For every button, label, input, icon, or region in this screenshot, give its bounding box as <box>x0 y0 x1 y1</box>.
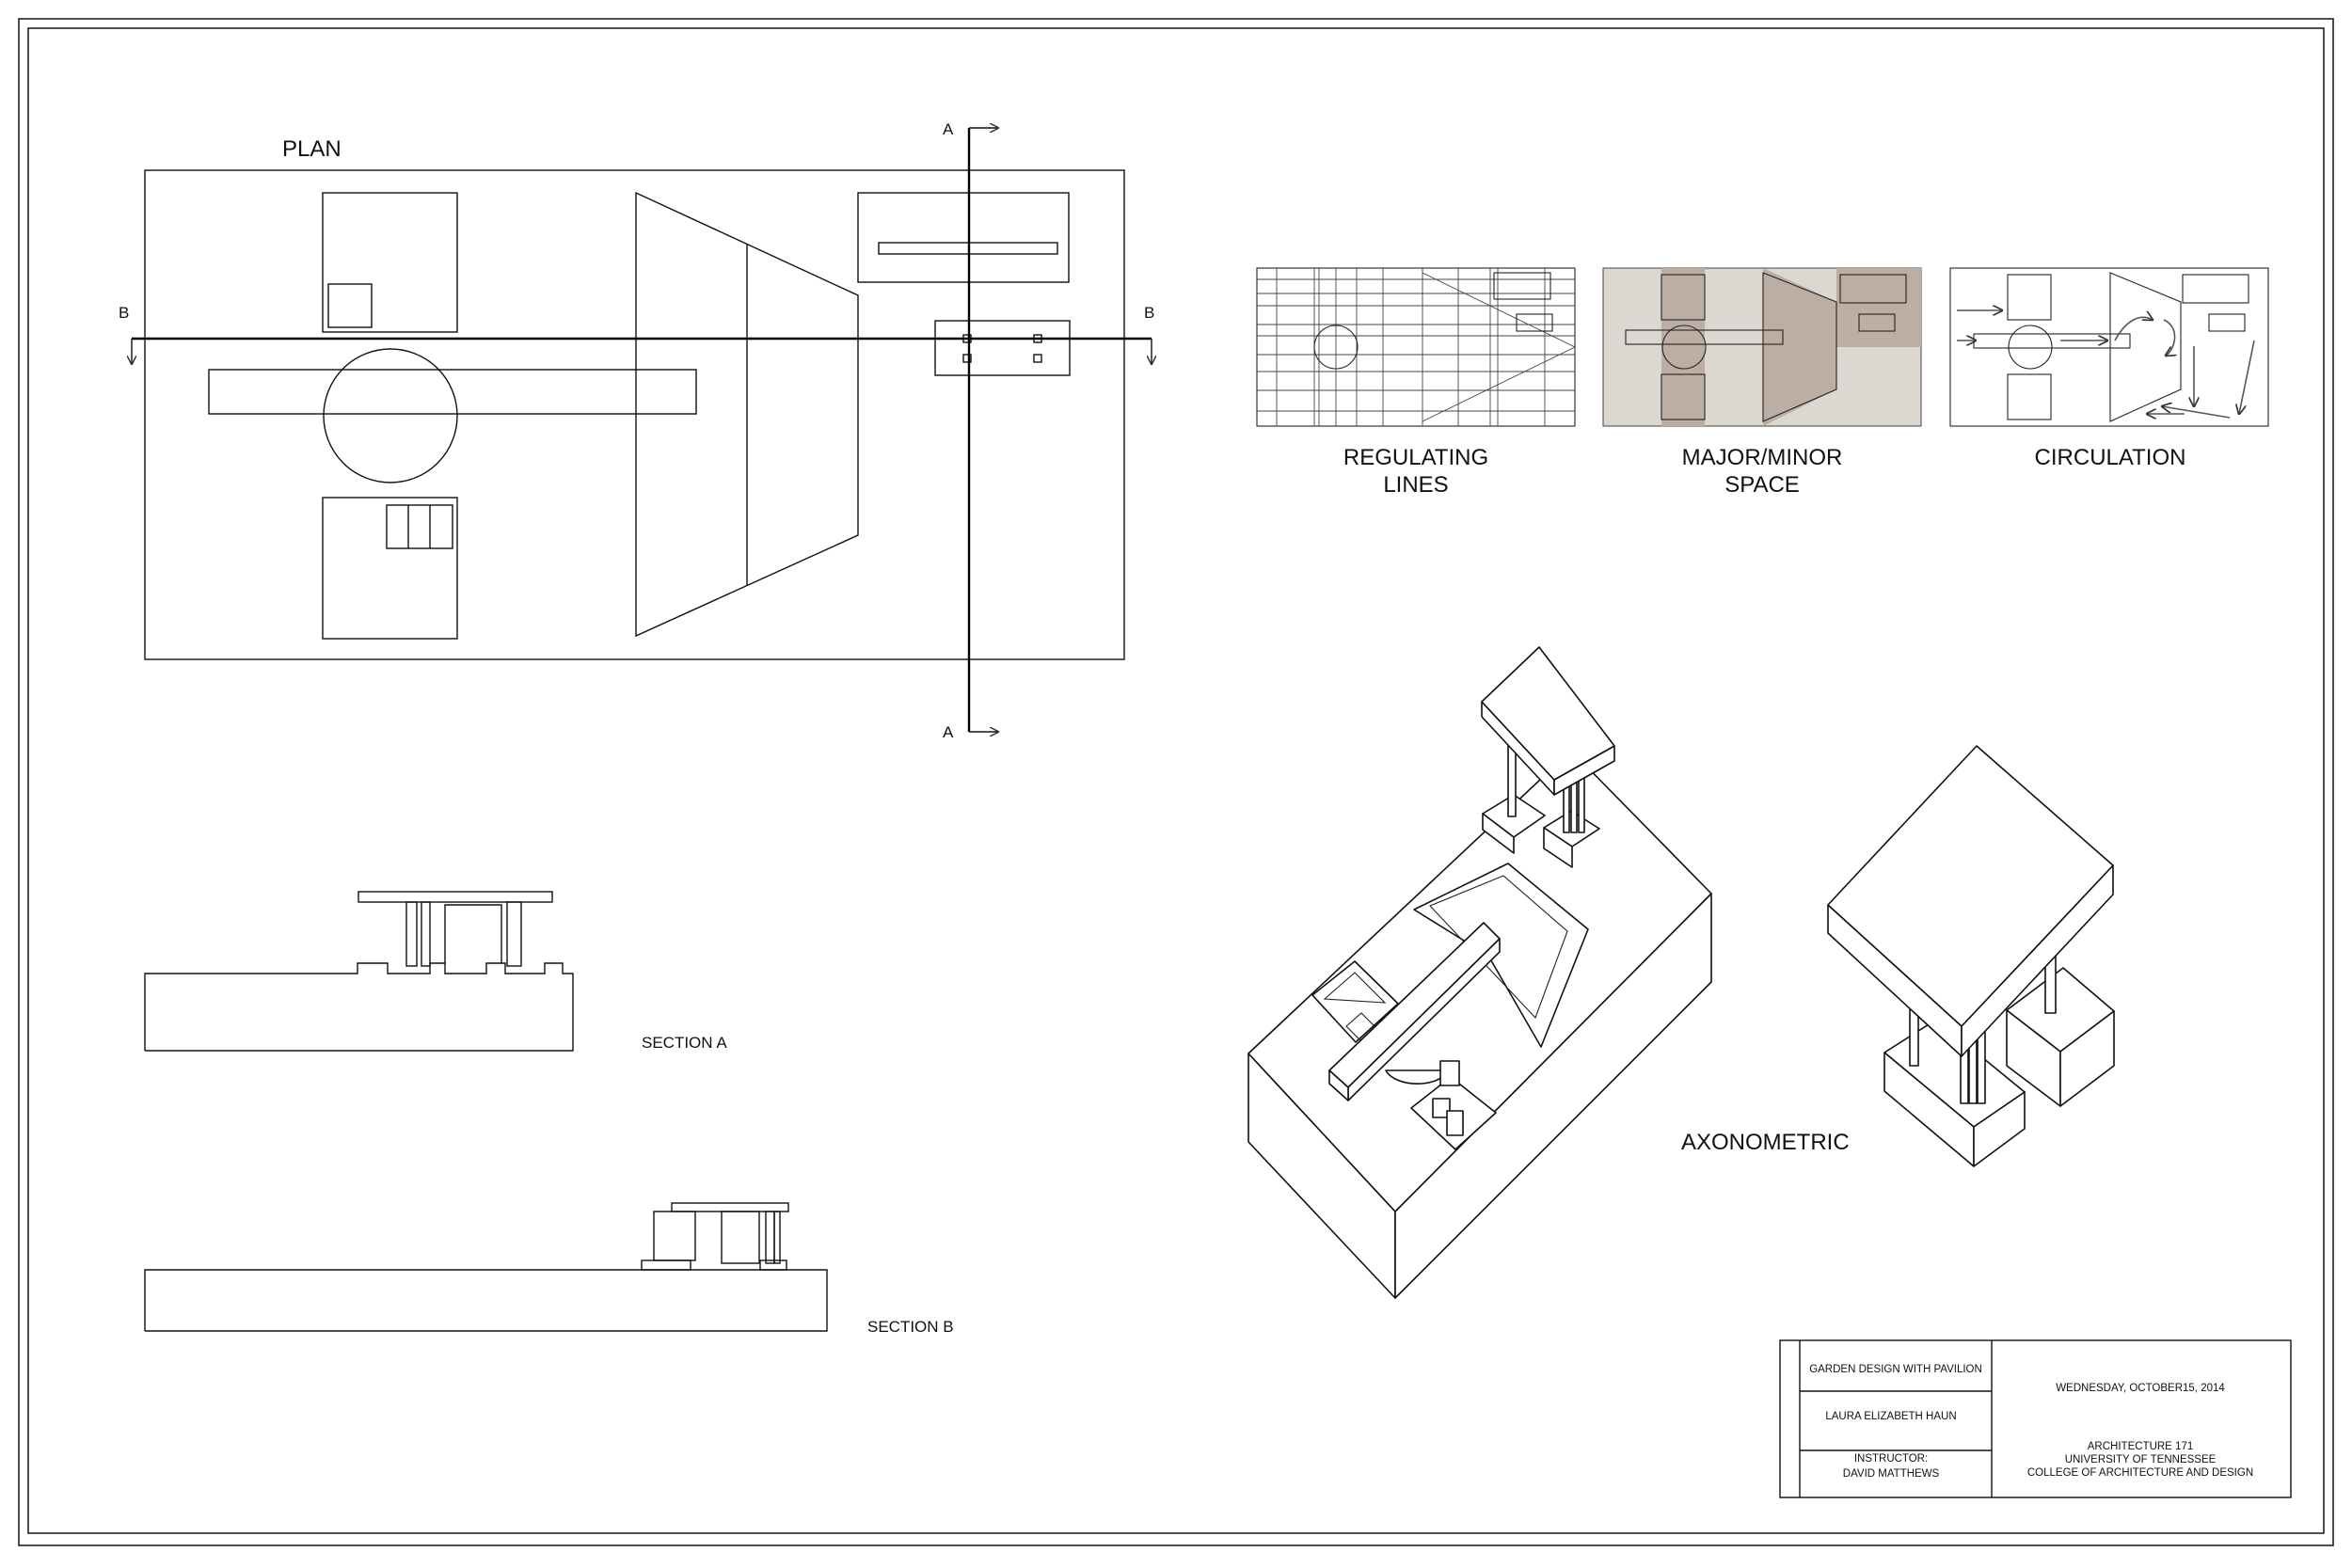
circulation-path <box>2114 317 2153 341</box>
diagram-frame <box>1949 267 2269 427</box>
circulation-path <box>2162 406 2231 419</box>
detail-roof-top <box>1827 745 2114 1027</box>
bench-block <box>1446 1110 1464 1136</box>
plan-column <box>962 354 972 363</box>
section-a-profile <box>144 962 574 1052</box>
plan-upper-inset <box>327 283 373 328</box>
section-a-column <box>405 901 418 967</box>
axonometric-pavilion-detail <box>1827 745 2115 1167</box>
title-block-course: ARCHITECTURE 171 <box>2088 1441 2193 1452</box>
cut-b-left-label: B <box>119 304 129 322</box>
pavilion-base-right-side <box>1543 827 1573 868</box>
title-block: GARDEN DESIGN WITH PAVILION LAURA ELIZAB… <box>1779 1339 2292 1498</box>
section-b-profile <box>144 1269 828 1332</box>
major-minor-space-diagram <box>1602 267 1922 427</box>
detail-base-right-side <box>2059 1010 2115 1107</box>
plan-column <box>1033 354 1042 363</box>
plan-drawing: PLAN A A B B <box>119 120 1154 741</box>
plan-upper-square <box>322 192 458 333</box>
section-b-roof <box>671 1202 789 1212</box>
title-block-student: LAURA ELIZABETH HAUN <box>1825 1411 1956 1422</box>
circulation-label: CIRCULATION <box>2035 445 2186 470</box>
circulation-path <box>2239 340 2255 414</box>
section-b-plinth <box>759 1259 787 1271</box>
plan-label: PLAN <box>282 136 342 162</box>
pavilion-roof <box>1481 646 1615 781</box>
inner-border <box>27 27 2325 1534</box>
diagram-box <box>1493 272 1551 300</box>
title-block-frame <box>1779 1339 2292 1498</box>
title-block-instructor: DAVID MATTHEWS <box>1843 1468 1940 1480</box>
section-a-column <box>506 901 522 967</box>
plan-pavilion <box>934 320 1071 376</box>
pavilion-base-left-side <box>1482 813 1515 854</box>
diagram-box <box>2007 373 2052 420</box>
section-a-column <box>421 901 431 967</box>
cut-a-bottom-label: A <box>943 723 954 741</box>
outer-border <box>18 18 2334 1546</box>
section-b-drawing: SECTION B <box>144 1202 954 1336</box>
cut-b-right-label: B <box>1144 304 1154 322</box>
bench-block <box>1439 1060 1460 1086</box>
section-a-drawing: SECTION A <box>144 891 727 1052</box>
detail-base-left-side <box>1973 1091 2026 1167</box>
plan-lower-bench <box>386 504 453 549</box>
axonometric-label: AXONOMETRIC <box>1681 1130 1850 1155</box>
diagram-box <box>1858 313 1896 332</box>
diagram-circle <box>1313 325 1359 370</box>
circulation-path <box>2164 319 2175 356</box>
major-space-tone <box>1836 268 1921 347</box>
axonometric-site <box>1248 646 1712 1299</box>
plan-right-box <box>857 192 1070 283</box>
title-block-university: UNIVERSITY OF TENNESSEE <box>2065 1454 2217 1465</box>
major-space-tone <box>1763 268 1836 426</box>
plan-circle <box>323 348 458 483</box>
diagram-box <box>2007 274 2052 321</box>
section-b-wall <box>653 1211 696 1261</box>
trapezoid-inner <box>1429 875 1568 1020</box>
section-a-label: SECTION A <box>642 1034 727 1052</box>
diagram-bar <box>1625 329 1784 345</box>
section-b-column <box>773 1211 781 1264</box>
diagram-circle <box>1661 325 1707 370</box>
major-space-tone <box>1661 268 1705 426</box>
section-b-wall <box>721 1211 760 1264</box>
plan-long-bar <box>208 369 697 415</box>
section-a-roof <box>358 891 553 903</box>
plan-lower-square <box>322 497 458 640</box>
diagram-box <box>2182 274 2249 304</box>
title-block-college: COLLEGE OF ARCHITECTURE AND DESIGN <box>2027 1467 2253 1479</box>
regulating-lines-diagram <box>1256 267 1576 427</box>
diagram-box <box>2208 313 2246 332</box>
diagram-circle <box>2008 325 2053 370</box>
title-block-project: GARDEN DESIGN WITH PAVILION <box>1809 1364 1982 1375</box>
diagram-box <box>1661 373 1706 420</box>
diagram-trapezoid <box>1762 272 1837 422</box>
cut-a-top-label: A <box>943 120 954 138</box>
slab-top <box>1248 750 1712 1212</box>
section-b-step <box>641 1259 691 1271</box>
long-bar-front <box>1328 1069 1349 1101</box>
plan-trapezoid <box>635 191 859 638</box>
sunken-box <box>1311 960 1399 1043</box>
section-a-wall <box>444 904 502 963</box>
diagram-box <box>1839 274 1907 304</box>
section-b-label: SECTION B <box>867 1318 954 1336</box>
diagram-box <box>1661 274 1706 321</box>
title-block-date: WEDNESDAY, OCTOBER15, 2014 <box>2056 1383 2225 1394</box>
diagram-frame <box>1256 267 1576 427</box>
sunken-box-inner <box>1323 972 1387 1004</box>
diagram-box <box>1516 313 1553 332</box>
title-block-instructor-label: INSTRUCTOR: <box>1854 1453 1928 1465</box>
plan-site-boundary <box>144 169 1125 660</box>
diagram-trapezoid <box>2109 272 2182 422</box>
circulation-diagram <box>1949 267 2269 427</box>
section-b-column <box>765 1211 775 1264</box>
bench-block <box>1432 1098 1451 1118</box>
